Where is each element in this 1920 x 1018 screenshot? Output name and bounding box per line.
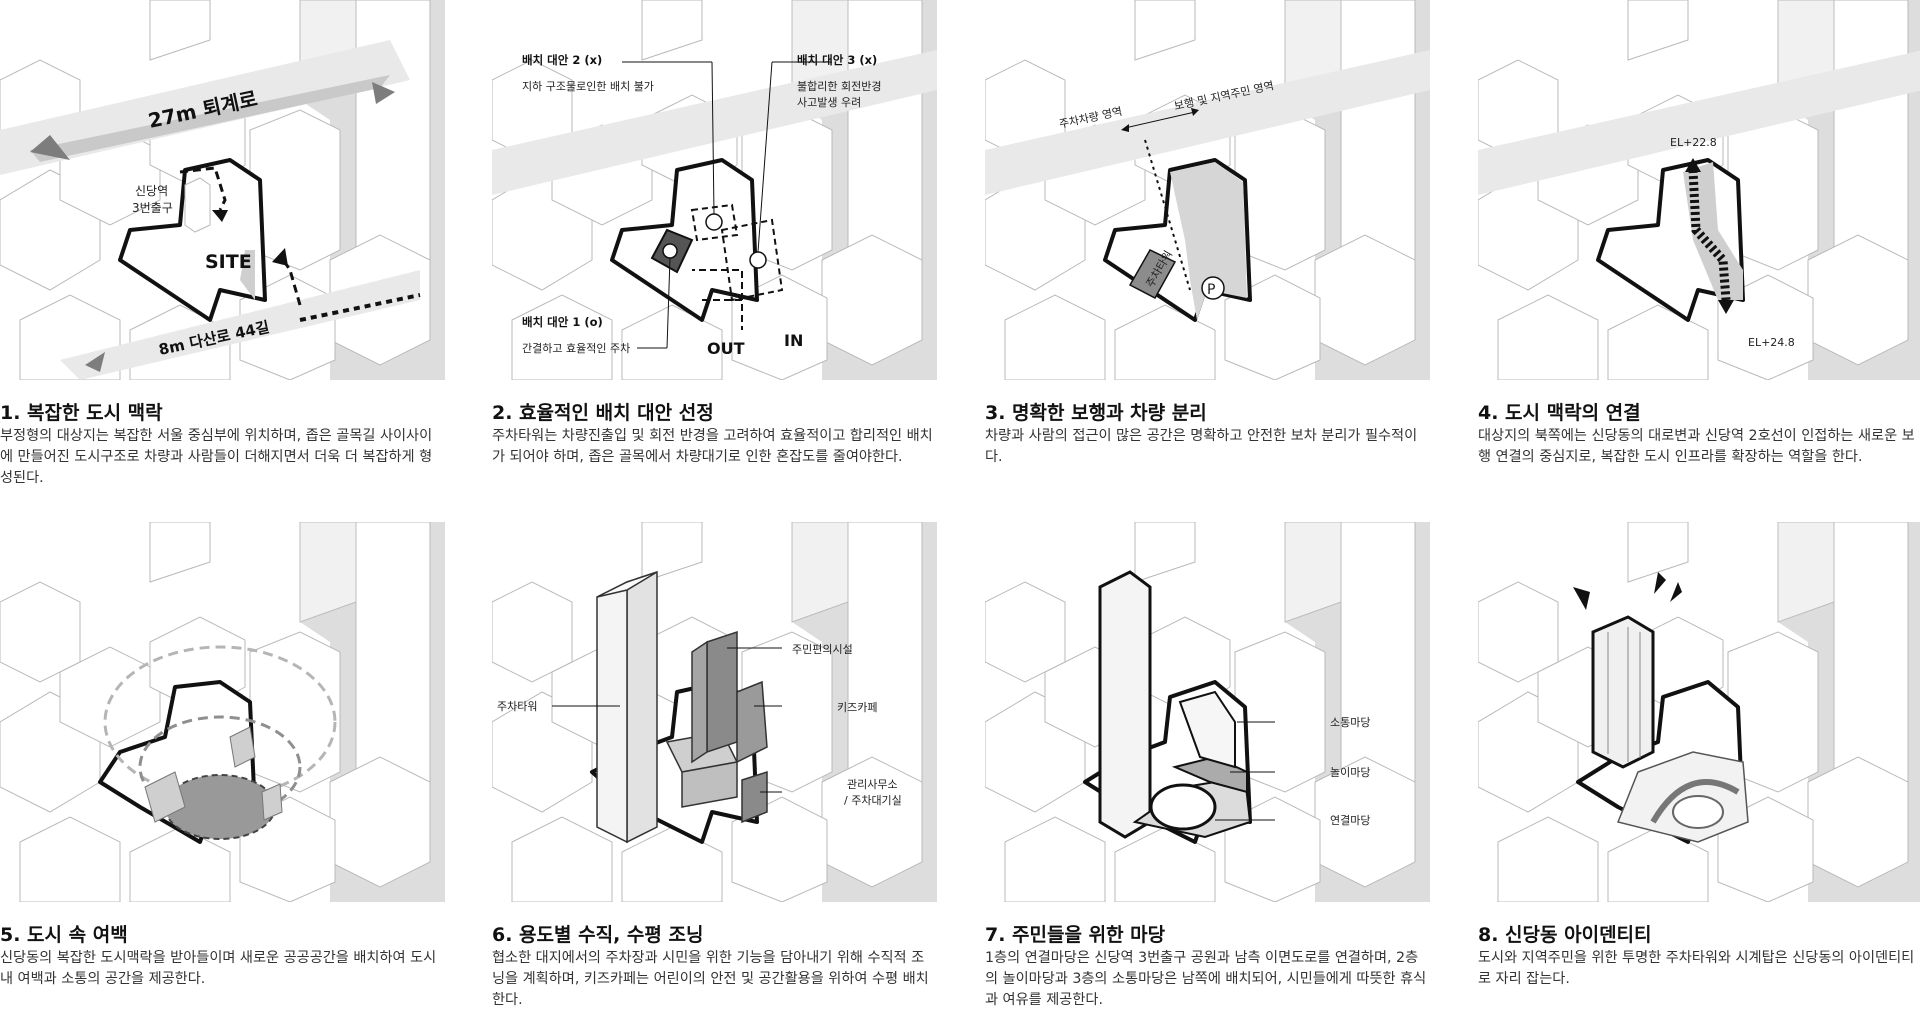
panel-5-desc: 신당동의 복잡한 도시맥락을 받아들이며 새로운 공공공간을 배치하여 도시 내… [0,950,437,987]
panel-8-title: 8. 신당동 아이덴티티 [1478,924,1652,946]
office-label-1: 관리사무소 [847,778,898,791]
play-label: 놀이마당 [1330,766,1370,779]
panel-5-diagram [0,522,445,902]
el-top-label: EL+22.8 [1670,136,1717,149]
el-bottom-label: EL+24.8 [1748,336,1795,349]
alt3-note-1: 불합리한 회전반경 [797,80,881,93]
panel-2-diagram: 배치 대안 2 (x) 지하 구조물로인한 배치 불가 배치 대안 3 (x) … [492,0,937,380]
site-label: SITE [205,251,252,273]
panel-4-desc: 대상지의 북쪽에는 신당동의 대로변과 신당역 2호선이 인접하는 새로운 보행… [1478,428,1915,465]
panel-3-desc: 차량과 사람의 접근이 많은 공간은 명확하고 안전한 보차 분리가 필수적이다… [985,428,1418,465]
panel-3-diagram: 주차타워 P 주차차량 영역 보행 및 지역주민 영역 [985,0,1430,380]
panel-7-title: 7. 주민들을 위한 마당 [985,924,1166,946]
panel-7-diagram: 소통마당 놀이마당 연결마당 [985,522,1430,902]
panel-4-diagram: EL+22.8 EL+24.8 [1478,0,1920,380]
alt1-note: 간결하고 효율적인 주차 [522,341,630,355]
parking-label: P [1207,282,1215,298]
panel-8-diagram [1478,522,1920,902]
panel-6-title: 6. 용도별 수직, 수평 조닝 [492,924,704,946]
alt2-label: 배치 대안 2 (x) [522,53,602,67]
panel-1-diagram: 27m 퇴계로 8m 다산로 44길 신당역 3번출구 SITE [0,0,445,380]
panel-8-desc: 도시와 지역주민을 위한 투명한 주차타워와 시계탑은 신당동의 아이덴티티로 … [1478,950,1915,987]
panel-4-title: 4. 도시 맥락의 연결 [1478,402,1641,424]
office-label-2: / 주차대기실 [844,794,902,807]
in-label: IN [784,331,803,350]
alt3-note-2: 사고발생 우려 [797,96,861,109]
station-exit-label: 3번출구 [132,201,173,215]
panel-2-title: 2. 효율적인 배치 대안 선정 [492,402,714,424]
panel-1-title: 1. 복잡한 도시 맥락 [0,402,163,424]
comm-label: 소통마당 [1330,716,1370,729]
connect-label: 연결마당 [1330,814,1370,827]
alt3-label: 배치 대안 3 (x) [797,53,877,67]
alt2-note: 지하 구조물로인한 배치 불가 [522,79,654,93]
panel-1-desc: 부정형의 대상지는 복잡한 서울 중심부에 위치하며, 좁은 골목길 사이사이에… [0,428,433,486]
station-label: 신당역 [135,184,168,198]
panel-3-title: 3. 명확한 보행과 차량 분리 [985,402,1207,424]
kids-label: 키즈카페 [837,701,877,714]
panel-2-desc: 주차타워는 차량진출입 및 회전 반경을 고려하여 효율적이고 합리적인 배치가… [492,428,933,465]
panel-7-desc: 1층의 연결마당은 신당역 3번출구 공원과 남측 이면도로를 연결하며, 2층… [985,950,1427,1008]
amenity-label: 주민편의시설 [792,643,853,656]
tower-label: 주차타워 [497,700,537,713]
alt1-label: 배치 대안 1 (o) [522,315,603,329]
out-label: OUT [707,339,745,358]
panel-5-title: 5. 도시 속 여백 [0,924,128,946]
panel-6-diagram: 주차타워 주민편의시설 키즈카페 관리사무소 / 주차대기실 [492,522,937,902]
panel-6-desc: 협소한 대지에서의 주차장과 시민을 위한 기능을 담아내기 위해 수직적 조닝… [492,950,929,1008]
